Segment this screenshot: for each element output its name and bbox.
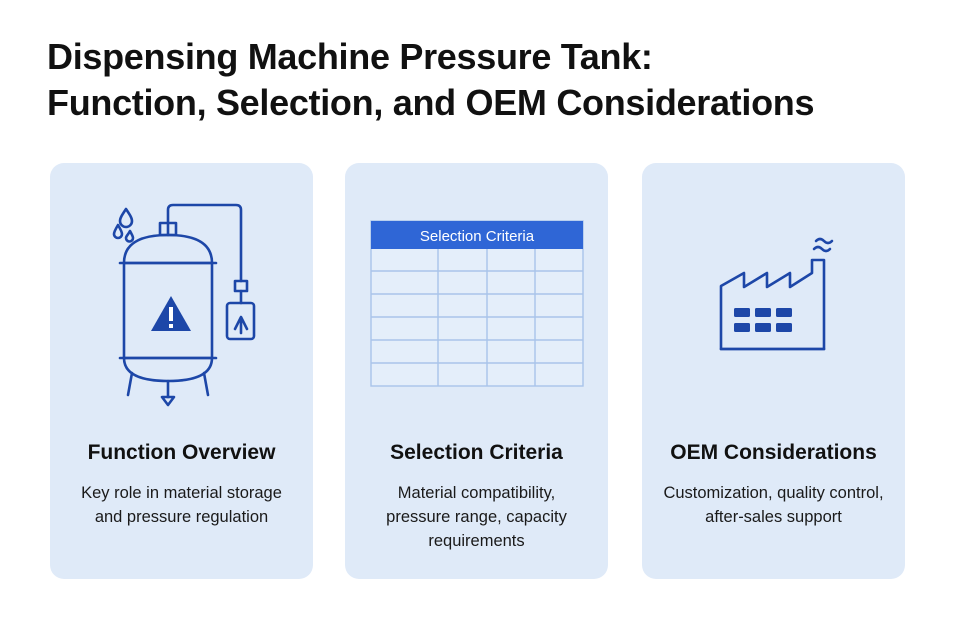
factory-building	[719, 258, 826, 351]
card-selection-criteria: Selection Criteria Selection Criteria Ma…	[345, 163, 608, 579]
droplet-tiny-icon	[124, 229, 135, 243]
criteria-table-grid	[371, 249, 583, 386]
card-description: Material compatibility, pressure range, …	[386, 484, 567, 550]
droplet-icon	[118, 207, 134, 229]
card-function-overview: Function Overview Key role in material s…	[50, 163, 313, 579]
card-oem-considerations: OEM Considerations Customization, qualit…	[642, 163, 905, 579]
criteria-table-header	[371, 221, 583, 249]
card-heading: Selection Criteria	[390, 441, 563, 464]
factory-windows	[734, 308, 792, 332]
page-title-line-2: Function, Selection, and OEM Considerati…	[47, 82, 815, 123]
factory-icon	[719, 237, 834, 351]
pressure-tank-icon	[112, 203, 256, 407]
card-description: Key role in material storage and pressur…	[81, 484, 282, 526]
card-description: Customization, quality control, after-sa…	[663, 484, 884, 526]
page-title: Dispensing Machine Pressure Tank: Functi…	[47, 34, 927, 126]
smoke-icon	[812, 245, 832, 253]
droplet-small-icon	[112, 223, 124, 240]
pipe-icon	[166, 203, 243, 283]
criteria-table-header-text: Selection Criteria	[420, 228, 535, 245]
criteria-table-icon: Selection Criteria	[370, 220, 584, 387]
card-heading: Function Overview	[87, 441, 276, 464]
page-title-line-1: Dispensing Machine Pressure Tank:	[47, 36, 653, 77]
card-heading: OEM Considerations	[670, 441, 877, 464]
